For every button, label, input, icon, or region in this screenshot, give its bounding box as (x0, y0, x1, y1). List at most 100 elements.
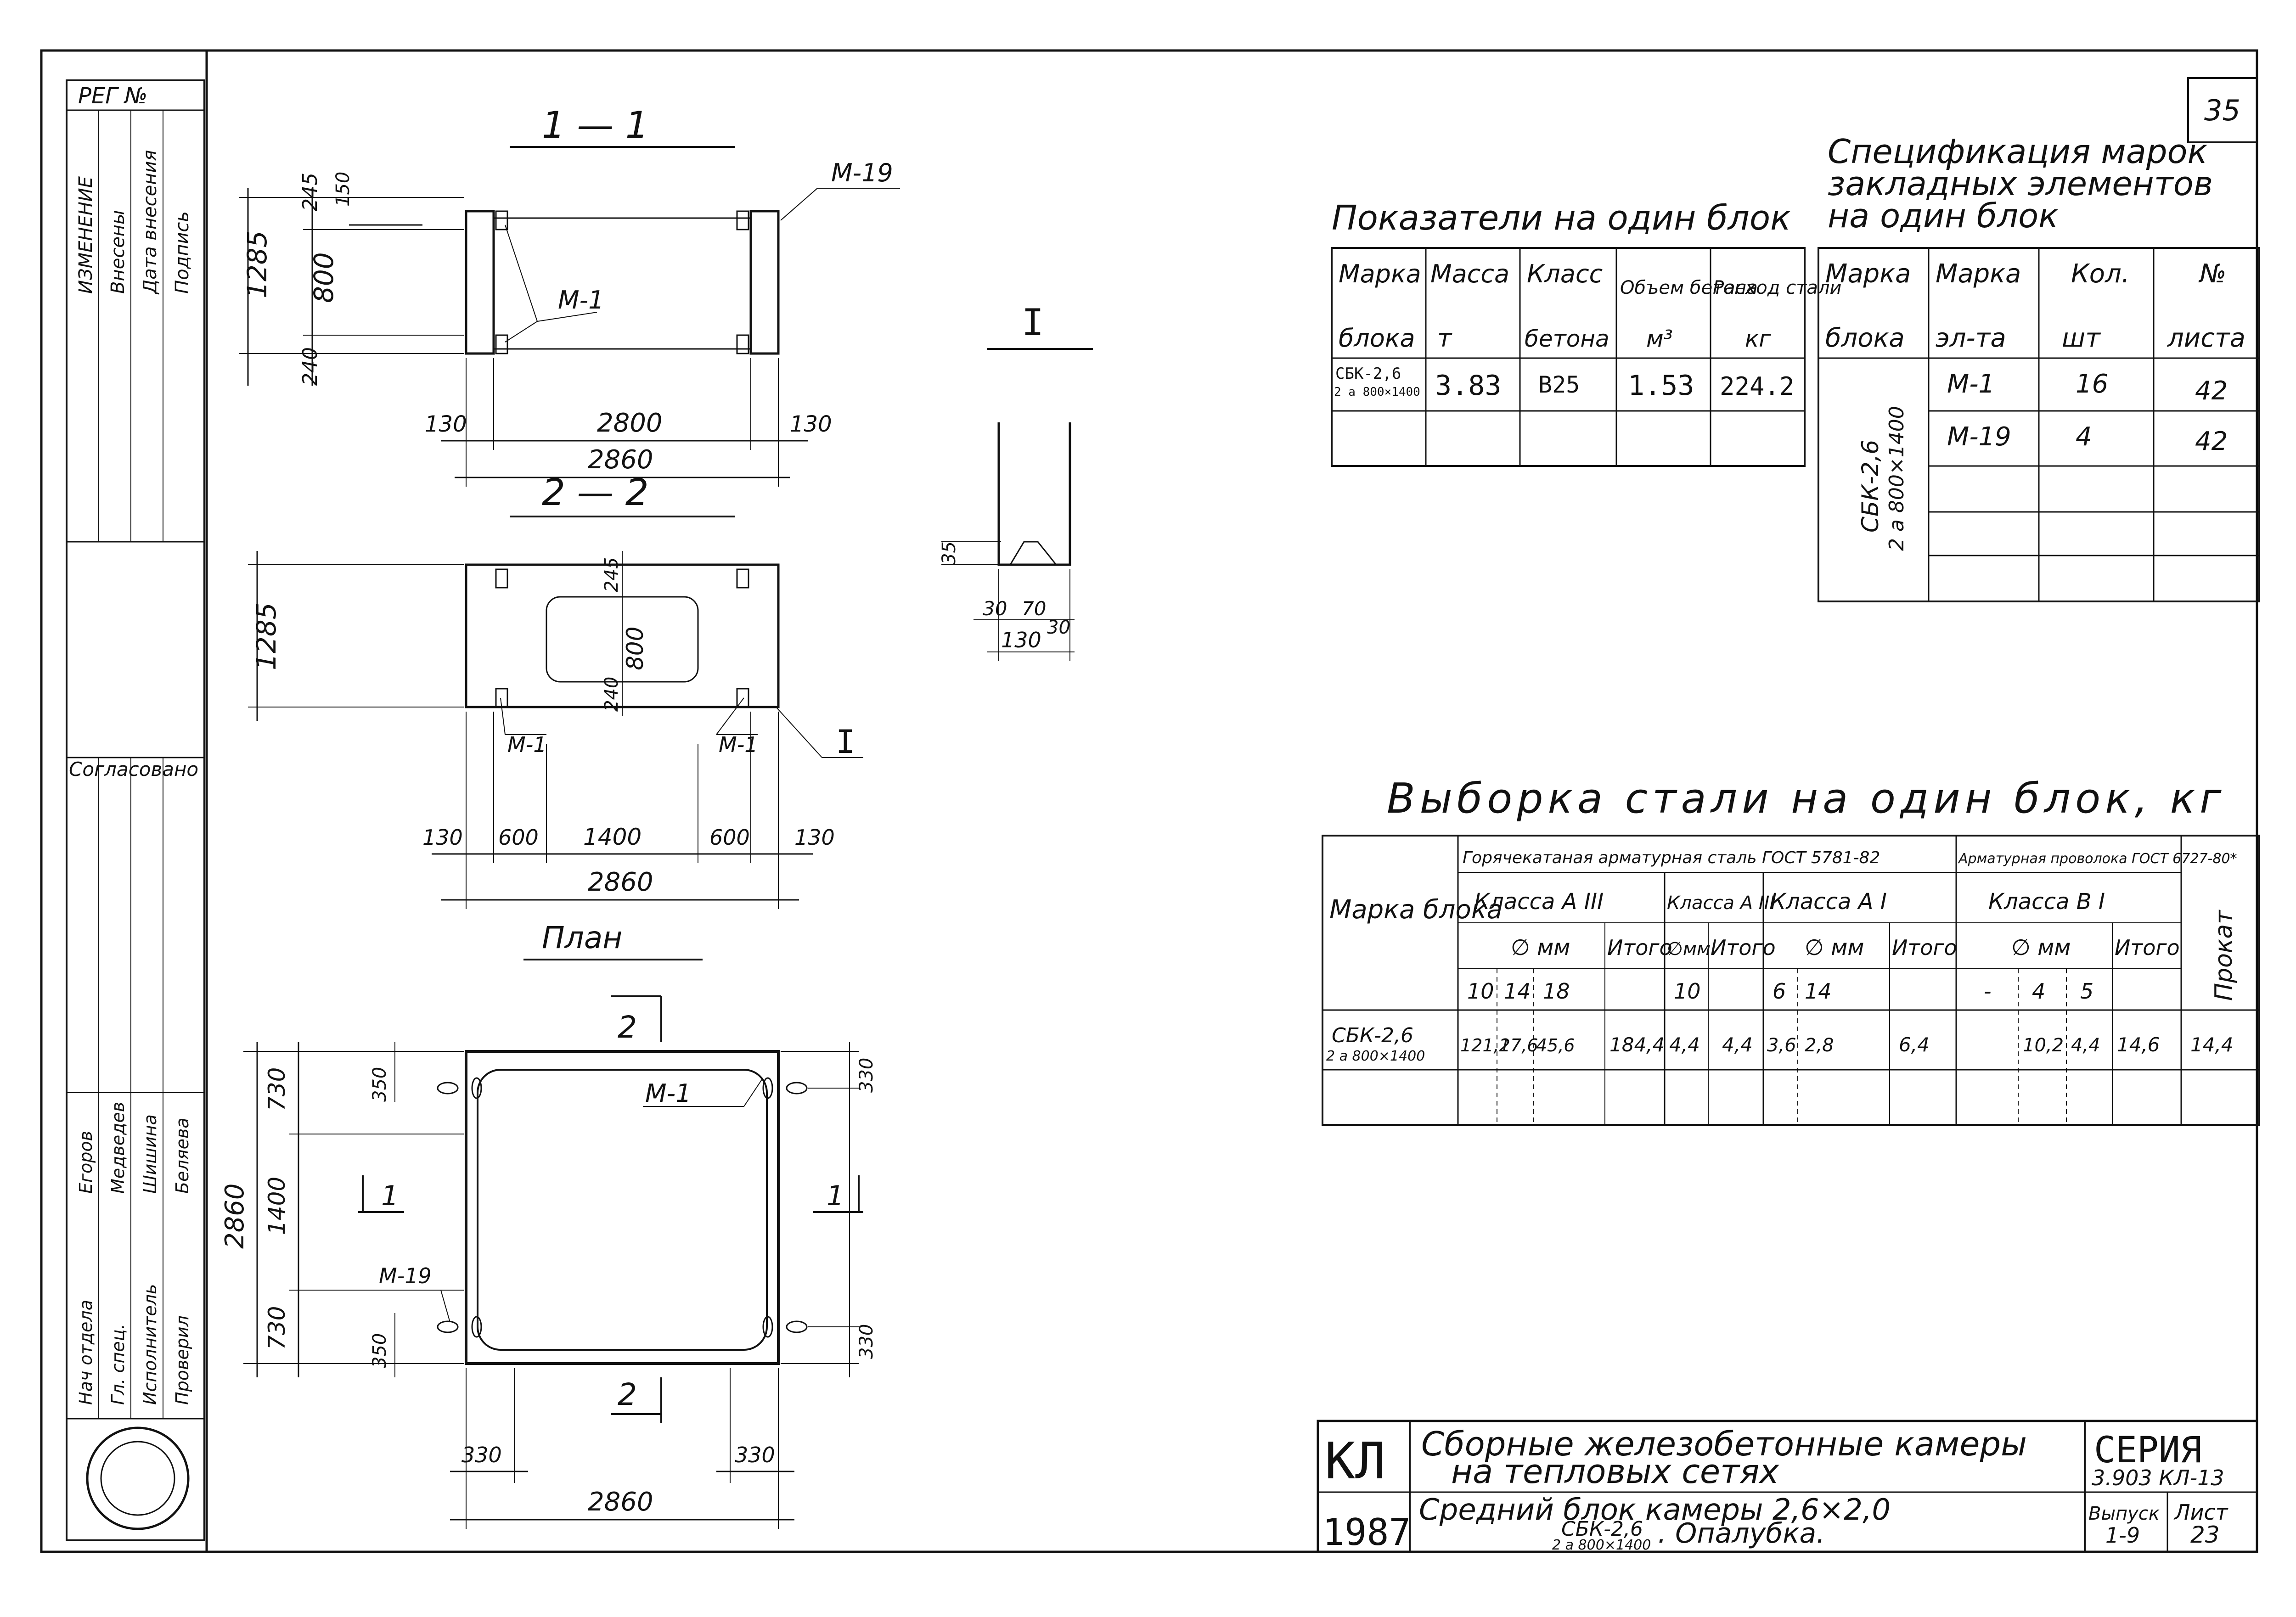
steel-h-total-b1: Итого (2115, 935, 2180, 960)
ind-row-mass: 3.83 (1435, 370, 1502, 402)
s1-dim-side-left: 130 (425, 411, 467, 437)
steel-dia-b1-2: 4 (2032, 979, 2045, 1004)
s2-dim-gap-left: 600 (498, 825, 539, 850)
steel-row-a3-total: 184,4 (1609, 1033, 1665, 1056)
steel-row-b1-total: 14,6 (2117, 1033, 2160, 1056)
ind-h-mass-1: Масса (1430, 259, 1509, 288)
s2-dim-w-total: 2860 (588, 867, 653, 897)
s1-dim-w-inner: 2800 (597, 408, 663, 438)
plan-dim-h2: 1400 (264, 1177, 290, 1235)
steel-dia-b1-3: 5 (2080, 979, 2093, 1004)
steel-row-a3b-total: 4,4 (1722, 1033, 1753, 1056)
tb-sheet-label: Лист (2173, 1500, 2228, 1525)
plan-dim-corner-bottom: 350 (369, 1333, 390, 1368)
ind-h-class-2: бетона (1525, 326, 1609, 352)
steel-h-class-a1: Класса А I (1770, 889, 1887, 915)
spec-title-line-3: на один блок (1828, 197, 2059, 235)
indicators-title: Показатели на один блок (1332, 198, 1791, 238)
s2-dim-side-right: 130 (794, 825, 835, 850)
s2-callout-m1-left: М-1 (507, 732, 547, 757)
spec-title-line-1: Спецификация марок (1828, 132, 2207, 171)
spec-row-2-sheet: 42 (2195, 427, 2228, 456)
plan-view: План (243, 920, 863, 1529)
steel-dia-a3-2: 14 (1504, 979, 1531, 1004)
s1-dim-top-small: 150 (332, 172, 354, 207)
spec-row-2-element: М-19 (1947, 422, 2011, 452)
section-2-title: 2 — 2 (542, 471, 649, 514)
steel-row-a1-total: 6,4 (1899, 1033, 1930, 1056)
plan-callout-m1: М-1 (645, 1079, 691, 1108)
ind-h-mark-1: Марка (1339, 259, 1421, 288)
plan-title: План (542, 920, 622, 955)
steel-row-a3-3: 45,6 (1536, 1035, 1575, 1056)
plan-cut-1-right: 1 (827, 1180, 844, 1212)
ind-h-mark-2: блока (1339, 324, 1415, 353)
detail-i: I (941, 301, 1093, 661)
stamp-sig-role-3: Исполнитель (140, 1284, 160, 1405)
steel-row-a1-1: 3,6 (1767, 1035, 1796, 1056)
stamp-revision-4: Подпись (172, 211, 193, 294)
s1-dim-side-right: 130 (790, 411, 832, 437)
tb-series: 3.903 КЛ-13 (2092, 1465, 2224, 1490)
detail-dim-top: 30 (1047, 617, 1070, 638)
ind-row-mark: СБК-2,6 (1335, 365, 1401, 383)
spec-h-sheet-2: листа (2167, 323, 2245, 353)
ind-h-steel-1: Расход стали (1713, 277, 1842, 298)
steel-h-class-b1: Класса В I (1988, 889, 2105, 915)
ind-h-volume-2: м³ (1646, 326, 1673, 352)
steel-dia-a1-1: 6 (1773, 979, 1786, 1004)
steel-h-total-a1: Итого (1892, 935, 1957, 960)
section-1-title: 1 — 1 (542, 104, 649, 146)
stamp-sig-role-2: Гл. спец. (108, 1324, 128, 1405)
tb-desc-line-1: Средний блок камеры 2,6×2,0 (1419, 1493, 1891, 1527)
steel-h-rolled: Прокат (2210, 910, 2238, 1001)
left-stamp (66, 79, 205, 1541)
s2-dim-opening: 800 (622, 627, 648, 670)
s1-callout-m19: М-19 (831, 158, 893, 187)
steel-h-dia-a1: ∅ мм (1805, 935, 1864, 960)
spec-h-qty-2: шт (2062, 323, 2101, 353)
steel-h-wire: Арматурная проволока ГОСТ 6727-80* (1958, 851, 2237, 867)
steel-h-class-a3: Класса А III (1474, 889, 1604, 915)
plan-dim-w-total: 2860 (588, 1487, 653, 1517)
detail-dim-total: 130 (1001, 628, 1041, 652)
steel-h-mark: Марка блока (1329, 895, 1503, 925)
tb-desc-sub: 2 а 800×1400 (1552, 1537, 1651, 1553)
spec-block-mark-sub: 2 а 800×1400 (1885, 406, 1908, 551)
spec-h-block-2: блока (1825, 323, 1905, 353)
steel-row-mark-sub: 2 а 800×1400 (1326, 1048, 1425, 1064)
spec-row-2-qty: 4 (2076, 422, 2092, 452)
detail-title: I (1022, 301, 1044, 344)
plan-dim-corner-top: 350 (369, 1067, 390, 1102)
stamp-sig-name-1: Егоров (76, 1131, 96, 1194)
tb-code: КЛ (1325, 1432, 1385, 1490)
steel-row-rolled: 14,4 (2190, 1033, 2234, 1056)
section-1-1: 1 — 1 (239, 104, 900, 487)
s1-callout-m1: М-1 (558, 286, 604, 314)
s1-dim-h-inner: 800 (308, 252, 339, 303)
ind-h-volume-1: Объем бетона (1620, 277, 1758, 298)
spec-h-sheet-1: № (2198, 259, 2226, 289)
tb-title-line-2: на тепловых сетях (1451, 1452, 1779, 1491)
s2-callout-m1-right: М-1 (719, 732, 758, 757)
spec-row-1-sheet: 42 (2195, 376, 2228, 406)
stamp-revision-3: Дата внесения (140, 150, 161, 295)
ind-row-class: В25 (1538, 371, 1580, 398)
plan-dim-h3: 730 (264, 1306, 290, 1350)
steel-row-b1-2: 10,2 (2023, 1035, 2064, 1056)
steel-h-dia-a3: ∅ мм (1511, 935, 1570, 960)
s1-dim-h-total: 1285 (242, 230, 273, 298)
plan-dim-edge-top: 330 (856, 1058, 877, 1093)
plan-cut-2-bottom: 2 (618, 1377, 637, 1412)
plan-dim-h1: 730 (264, 1067, 290, 1111)
s1-dim-top: 245 (298, 173, 322, 211)
s2-dim-side-left: 130 (422, 825, 463, 850)
steel-dia-a1-2: 14 (1805, 979, 1832, 1004)
ind-row-steel: 224.2 (1720, 372, 1795, 401)
plan-callout-m19: М-19 (379, 1263, 432, 1288)
s2-dim-opening-w: 1400 (583, 824, 642, 850)
stamp-revision-2: Внесены (107, 210, 129, 294)
s1-dim-w-total: 2860 (588, 445, 653, 475)
s2-dim-h-total: 1285 (251, 602, 282, 670)
steel-h-hot-rolled: Горячекатаная арматурная сталь ГОСТ 5781… (1463, 848, 1880, 867)
